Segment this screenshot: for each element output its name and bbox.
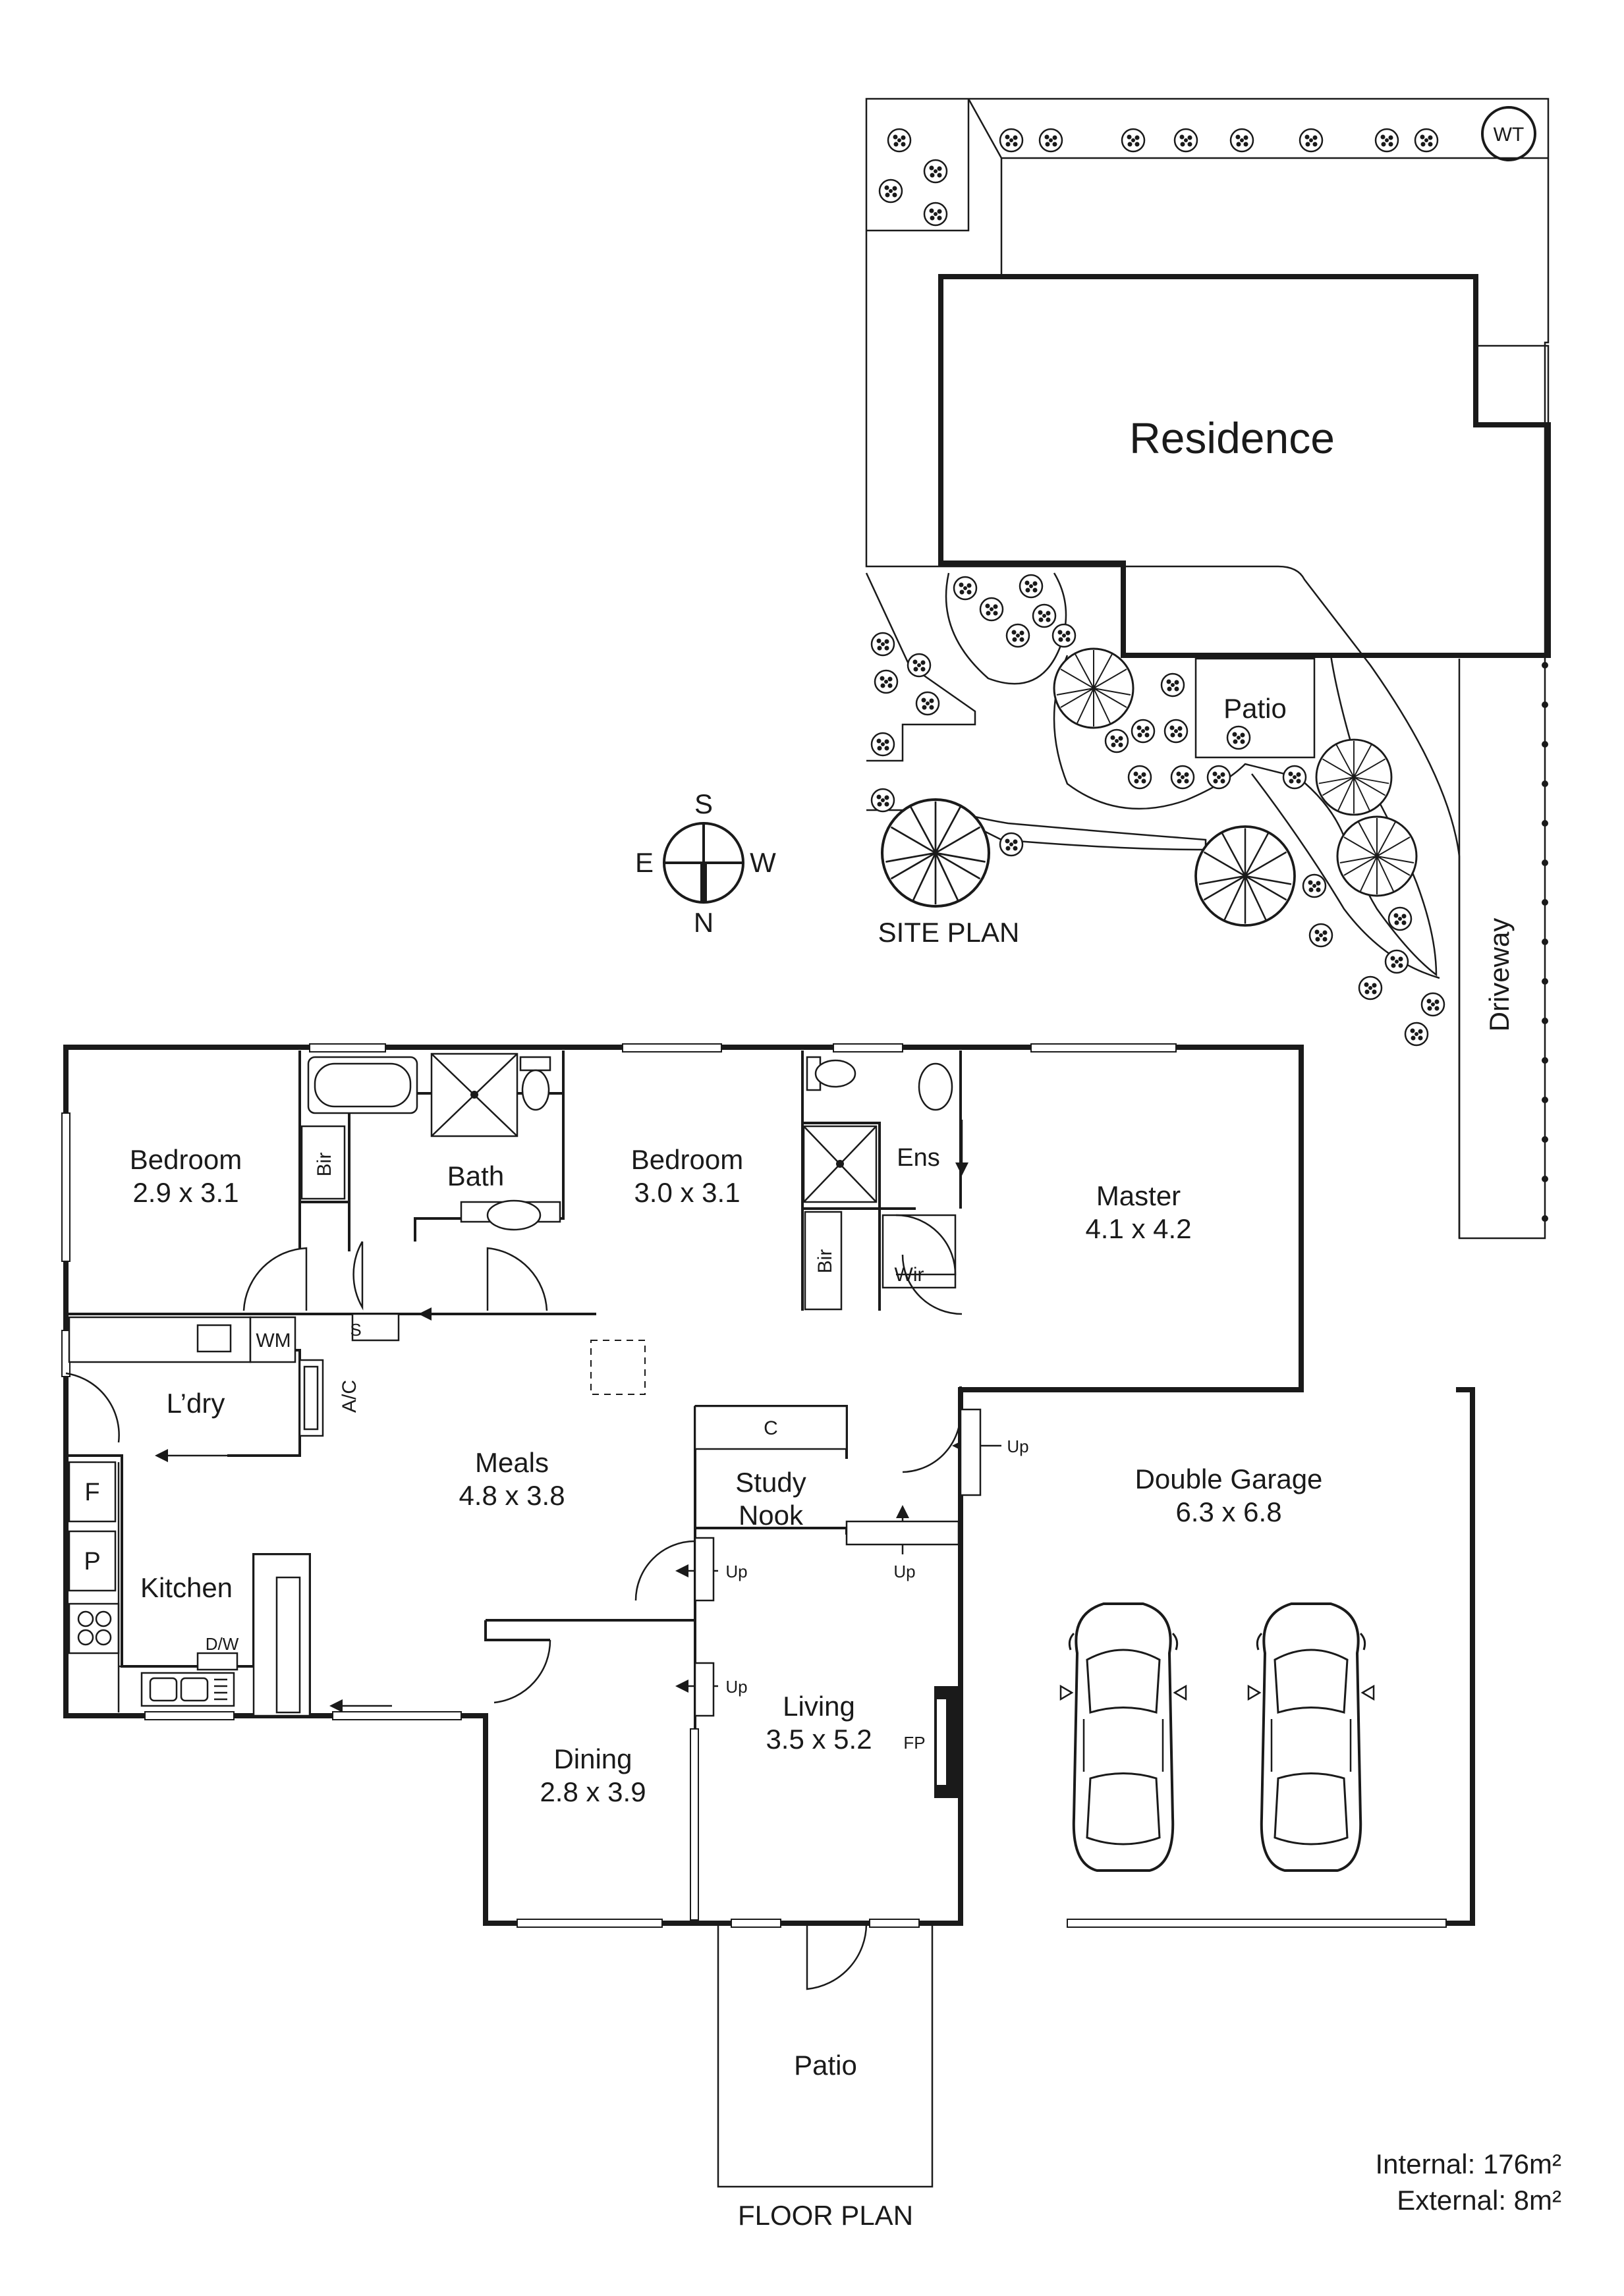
kitchen-island (252, 1553, 311, 1717)
water-tank-label: WT (1494, 124, 1525, 146)
compass-south: S (694, 788, 713, 819)
basin-icon (486, 1199, 542, 1231)
living-name: Living (783, 1691, 855, 1722)
fence-post (1542, 1057, 1548, 1064)
bedroom2-name: Bedroom (130, 1144, 242, 1175)
bedroom2-size: 2.9 x 3.1 (132, 1177, 238, 1208)
room-labels: Bedroom 2.9 x 3.1 Bath Bedroom 3.0 x 3.1… (130, 1144, 1323, 2081)
garage-size: 6.3 x 6.8 (1175, 1496, 1281, 1527)
patio-outline (717, 1923, 934, 2188)
compass-west: W (750, 847, 776, 878)
cars (1059, 1602, 1375, 1872)
fence-post (1542, 1176, 1548, 1182)
steps (694, 1408, 982, 1717)
bedroom3-name: Bedroom (631, 1144, 743, 1175)
fence-post (1542, 899, 1548, 906)
site-plan: Residence Patio Driveway WT SITE PLAN (865, 97, 1551, 1240)
wir-label: Wir (895, 1264, 924, 1286)
dishwasher-icon (196, 1652, 238, 1671)
dining-size: 2.8 x 3.9 (540, 1776, 646, 1807)
wm-label: WM (256, 1330, 291, 1352)
ac-label: A/C (339, 1380, 360, 1413)
fixtures (68, 1052, 961, 1798)
fence-post (1542, 741, 1548, 748)
fridge-label: F (84, 1479, 99, 1506)
up-label-4: Up (725, 1677, 747, 1697)
compass-north: N (694, 907, 714, 938)
pantry-label: P (84, 1548, 100, 1575)
fence-post (1542, 1215, 1548, 1222)
laundry-name: L’dry (167, 1388, 225, 1419)
bath-name: Bath (447, 1161, 504, 1191)
master-size: 4.1 x 4.2 (1085, 1213, 1191, 1244)
site-patio-label: Patio (1223, 693, 1287, 724)
doors (65, 1214, 963, 1990)
fridge-icon (68, 1461, 117, 1523)
compass-east: E (635, 847, 654, 878)
floor-plan-title: FLOOR PLAN (738, 2200, 913, 2231)
meals-size: 4.8 x 3.8 (459, 1480, 565, 1511)
study-name-line1: Study (735, 1467, 806, 1498)
toilet-icon (521, 1069, 550, 1111)
kitchen-name: Kitchen (140, 1572, 233, 1603)
bir-label-1: Bir (314, 1153, 335, 1177)
water-tank-icon (1481, 106, 1536, 161)
fence-post (1542, 939, 1548, 945)
up-label-1: Up (1007, 1436, 1028, 1456)
fence-post (1542, 978, 1548, 985)
internal-area: Internal: 176m² (1376, 2148, 1561, 2179)
shower-s-label: S (350, 1320, 361, 1340)
fence-post (1542, 662, 1548, 669)
patio-name: Patio (794, 2050, 857, 2081)
trees (882, 647, 1418, 927)
dining-name: Dining (553, 1743, 632, 1774)
site-plan-title: SITE PLAN (878, 917, 1020, 948)
site-patio (1194, 657, 1316, 759)
residence-label: Residence (1129, 414, 1335, 462)
driveway-fence-posts (1542, 662, 1548, 1222)
up-label-2: Up (893, 1562, 915, 1581)
pantry-icon (68, 1530, 117, 1592)
fence-post (1542, 860, 1548, 866)
compass: S N E W (635, 788, 776, 938)
fixture-labels: Bir Bir Wir WM S A/C C F P D/W FP Up Up … (84, 1153, 1028, 1753)
bathtub-icon (307, 1056, 418, 1114)
windows (61, 1043, 1447, 1928)
master-name: Master (1096, 1180, 1181, 1211)
fence-post (1542, 1097, 1548, 1103)
study-name-line2: Nook (739, 1500, 804, 1531)
up-label-3: Up (725, 1562, 747, 1581)
fireplace-label: FP (903, 1733, 925, 1753)
meals-name: Meals (475, 1447, 549, 1478)
garage-name: Double Garage (1135, 1463, 1323, 1494)
fence-post (1542, 780, 1548, 787)
ensuite-name: Ens (897, 1144, 939, 1172)
arrows (155, 1120, 1001, 1712)
floor-plan (61, 1043, 1475, 2188)
shrubs (870, 128, 1445, 1047)
bedroom3-size: 3.0 x 3.1 (634, 1177, 740, 1208)
dishwasher-label: D/W (206, 1634, 239, 1654)
cooktop-icon (68, 1602, 120, 1654)
fence-post (1542, 820, 1548, 827)
washing-machine-icon (249, 1316, 296, 1363)
skylight (590, 1340, 646, 1395)
external-area: External: 8m² (1397, 2185, 1561, 2216)
living-size: 3.5 x 5.2 (766, 1724, 872, 1755)
cupboard-label: C (764, 1417, 778, 1439)
ensuite-basin-icon (918, 1062, 953, 1111)
driveway-label: Driveway (1484, 918, 1515, 1032)
fence-post (1542, 1136, 1548, 1143)
ensuite-toilet-icon (814, 1059, 856, 1088)
residence-outline (938, 274, 1551, 658)
fence-post (1542, 1018, 1548, 1024)
fence-post (1542, 701, 1548, 708)
bir-label-2: Bir (814, 1249, 836, 1274)
